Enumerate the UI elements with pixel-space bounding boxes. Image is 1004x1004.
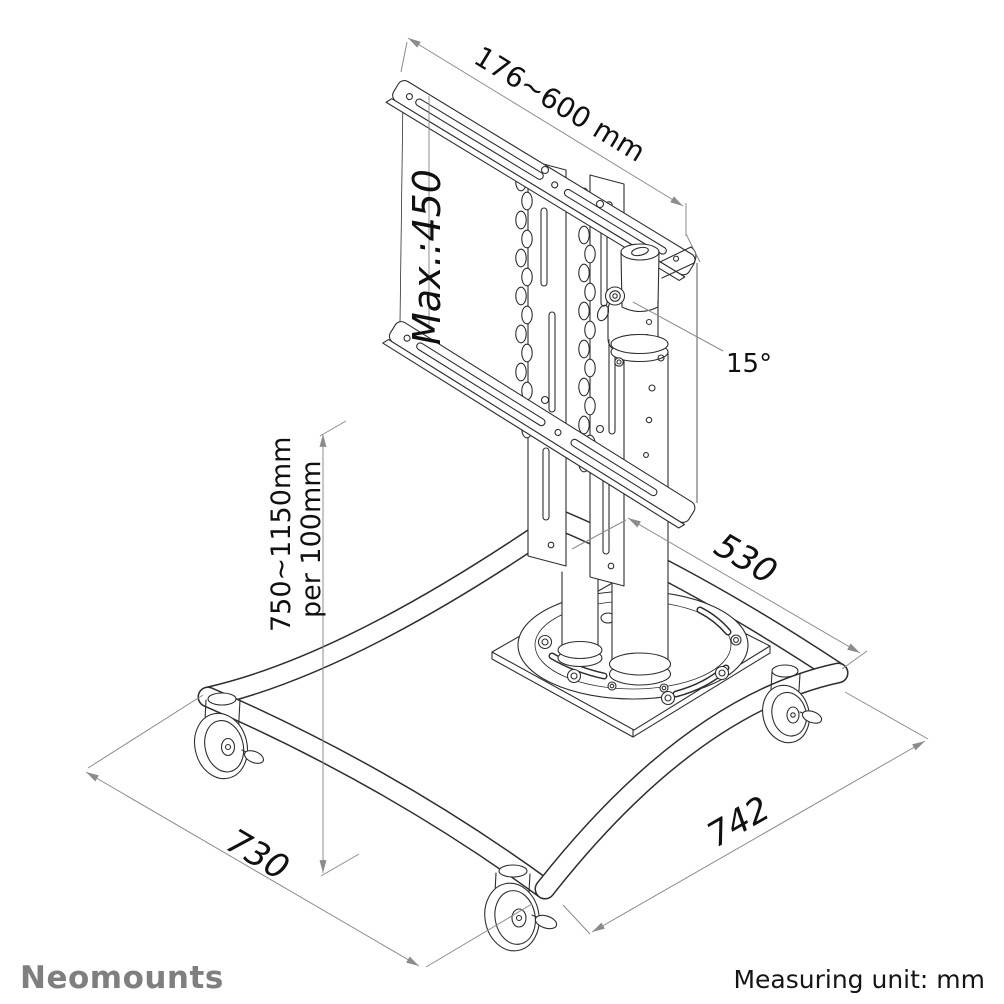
bracket-plane-edges bbox=[399, 94, 698, 503]
dimension-annotations: 176~600 mm Max.:450 15° 750~1150mm per 1… bbox=[85, 37, 929, 968]
brake-lever-left bbox=[243, 750, 265, 764]
vesa-strip-left bbox=[527, 159, 567, 567]
brand-logo-text: Neomounts bbox=[20, 960, 224, 996]
dimension-label-height-range: 750~1150mm per 100mm bbox=[266, 428, 327, 632]
base-front-rails bbox=[197, 662, 849, 900]
caster-wheel-left bbox=[193, 692, 265, 780]
brake-lever-right bbox=[801, 710, 823, 724]
caster-wheel-front bbox=[484, 864, 558, 952]
dimension-label-base-width-right: 742 bbox=[701, 789, 777, 856]
dimension-label-base-depth: 530 bbox=[707, 525, 783, 592]
height-range-value: 750~1150mm bbox=[266, 437, 297, 632]
column-tilt-head bbox=[596, 243, 697, 367]
dimension-label-tilt-angle: 15° bbox=[726, 349, 772, 379]
tilt-bolt bbox=[604, 286, 626, 306]
dimension-label-base-width-left: 730 bbox=[219, 821, 295, 888]
measuring-unit-label: Measuring unit: mm bbox=[733, 965, 985, 994]
dimension-label-max-vesa-height: Max.:450 bbox=[405, 169, 449, 345]
brake-lever-front bbox=[534, 914, 558, 930]
height-step-value: per 100mm bbox=[296, 460, 327, 618]
caster-wheel-right bbox=[762, 664, 823, 744]
tv-bracket-bottom-rail bbox=[382, 321, 696, 529]
